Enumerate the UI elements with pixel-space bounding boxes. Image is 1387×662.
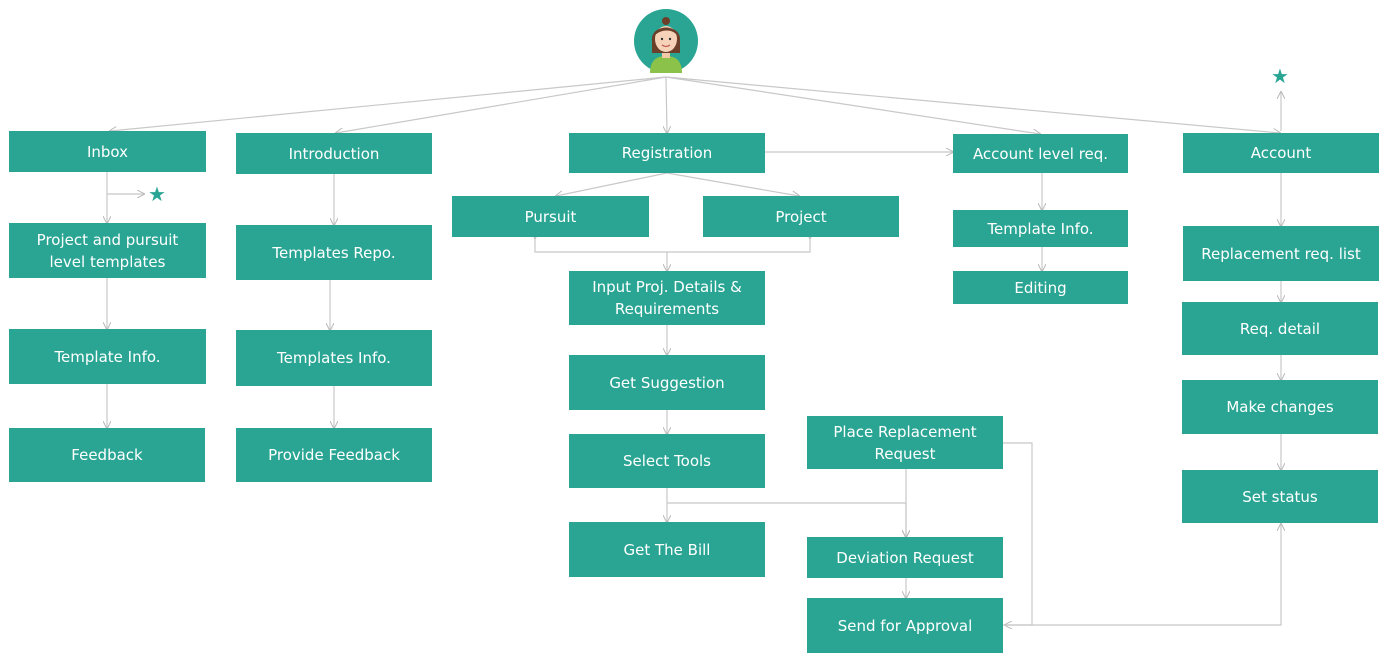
pursuit-node[interactable]: Pursuit <box>452 196 649 237</box>
connector-reg-project <box>666 172 799 196</box>
user-avatar-icon <box>634 9 698 73</box>
connector-avatar-introduction <box>336 76 667 133</box>
send-for-approval-node[interactable]: Send for Approval <box>807 598 1003 653</box>
connector-avatar-inbox <box>110 76 667 131</box>
set-status-node[interactable]: Set status <box>1182 470 1378 523</box>
connector-avatar-account <box>665 76 1280 133</box>
connector-replacement-approval <box>1003 442 1033 625</box>
get-suggestion-node[interactable]: Get Suggestion <box>569 355 765 410</box>
templates-repo-node[interactable]: Templates Repo. <box>236 225 432 280</box>
template-info-account-node[interactable]: Template Info. <box>953 210 1128 247</box>
make-changes-node[interactable]: Make changes <box>1182 380 1378 434</box>
get-the-bill-node[interactable]: Get The Bill <box>569 522 765 577</box>
feedback-node[interactable]: Feedback <box>9 428 205 482</box>
template-info-node[interactable]: Template Info. <box>9 329 206 384</box>
project-pursuit-templates-node[interactable]: Project and pursuit level templates <box>9 223 206 278</box>
select-tools-node[interactable]: Select Tools <box>569 434 765 488</box>
inbox-node[interactable]: Inbox <box>9 131 206 172</box>
account-node[interactable]: Account <box>1183 133 1379 173</box>
introduction-node[interactable]: Introduction <box>236 133 432 174</box>
place-replacement-request-node[interactable]: Place Replacement Request <box>807 416 1003 469</box>
editing-node[interactable]: Editing <box>953 271 1128 304</box>
connector-avatar-account-level <box>665 76 1040 134</box>
connector-approval-status <box>1003 524 1281 626</box>
account-level-req-node[interactable]: Account level req. <box>953 134 1128 173</box>
project-node[interactable]: Project <box>703 196 899 237</box>
star-icon: ★ <box>148 182 166 206</box>
req-detail-node[interactable]: Req. detail <box>1182 302 1378 355</box>
connector-project-bracket <box>667 238 810 253</box>
connector-reg-pursuit <box>556 172 668 196</box>
templates-info-node[interactable]: Templates Info. <box>236 330 432 386</box>
replacement-req-list-node[interactable]: Replacement req. list <box>1183 226 1379 281</box>
registration-node[interactable]: Registration <box>569 133 765 173</box>
deviation-request-node[interactable]: Deviation Request <box>807 537 1003 578</box>
star-icon: ★ <box>1271 64 1289 88</box>
provide-feedback-node[interactable]: Provide Feedback <box>236 428 432 482</box>
connector-pursuit-bracket <box>535 238 667 253</box>
connector-avatar-registration <box>666 76 667 133</box>
input-proj-details-node[interactable]: Input Proj. Details & Requirements <box>569 271 765 325</box>
